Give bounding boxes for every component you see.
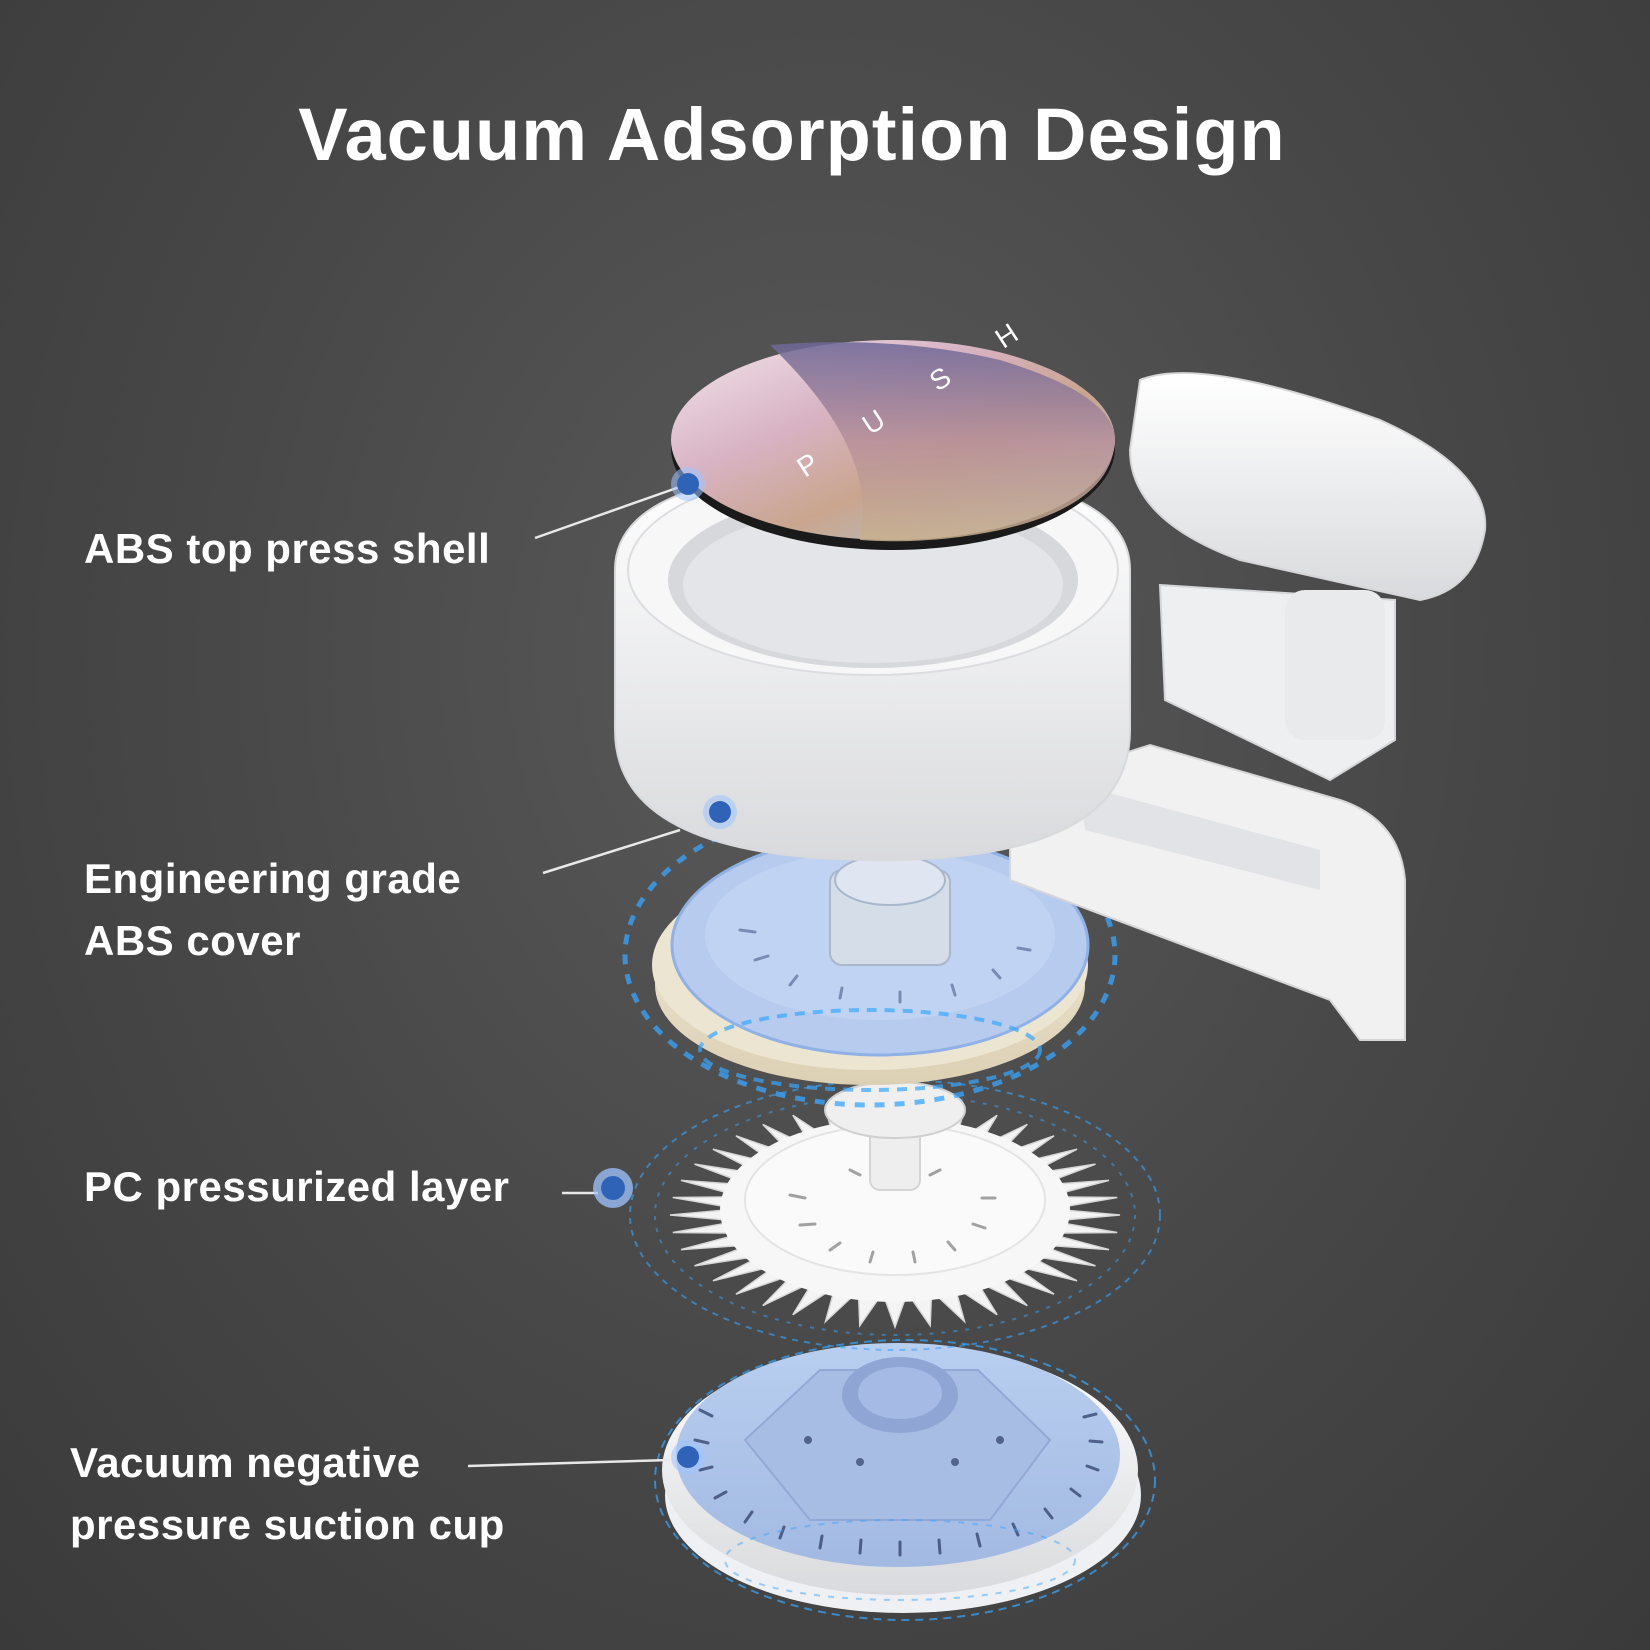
- callout-text: ABS cover: [84, 917, 301, 964]
- page-title: Vacuum Adsorption Design: [298, 93, 1286, 176]
- callout-shell: [534, 467, 705, 540]
- callout-text: ABS top press shell: [84, 525, 491, 572]
- top-press-shell-part: P U S H: [671, 303, 1115, 550]
- marker-dot-icon: [677, 1446, 699, 1468]
- marker-dot-icon: [601, 1176, 625, 1200]
- callout-suction-cup: [467, 1440, 705, 1474]
- callout-label-pc-layer: PC pressurized layer: [84, 1156, 510, 1218]
- callout-label-top-press-shell: ABS top press shell: [84, 518, 490, 580]
- marker-dot-icon: [677, 473, 699, 495]
- callout-label-abs-cover: Engineering grade ABS cover: [84, 848, 461, 972]
- callout-text: PC pressurized layer: [84, 1163, 510, 1210]
- marker-dot-icon: [709, 801, 731, 823]
- callout-cover: [542, 795, 737, 875]
- suction-cup-part: [654, 1339, 1156, 1621]
- callout-label-suction-cup: Vacuum negative pressure suction cup: [70, 1432, 505, 1556]
- callout-text: pressure suction cup: [70, 1501, 505, 1548]
- callout-text: Engineering grade: [84, 855, 462, 902]
- pc-pressurized-layer-part: [629, 1079, 1161, 1351]
- callout-pc-layer: [562, 1168, 633, 1208]
- callout-text: Vacuum negative: [70, 1439, 421, 1486]
